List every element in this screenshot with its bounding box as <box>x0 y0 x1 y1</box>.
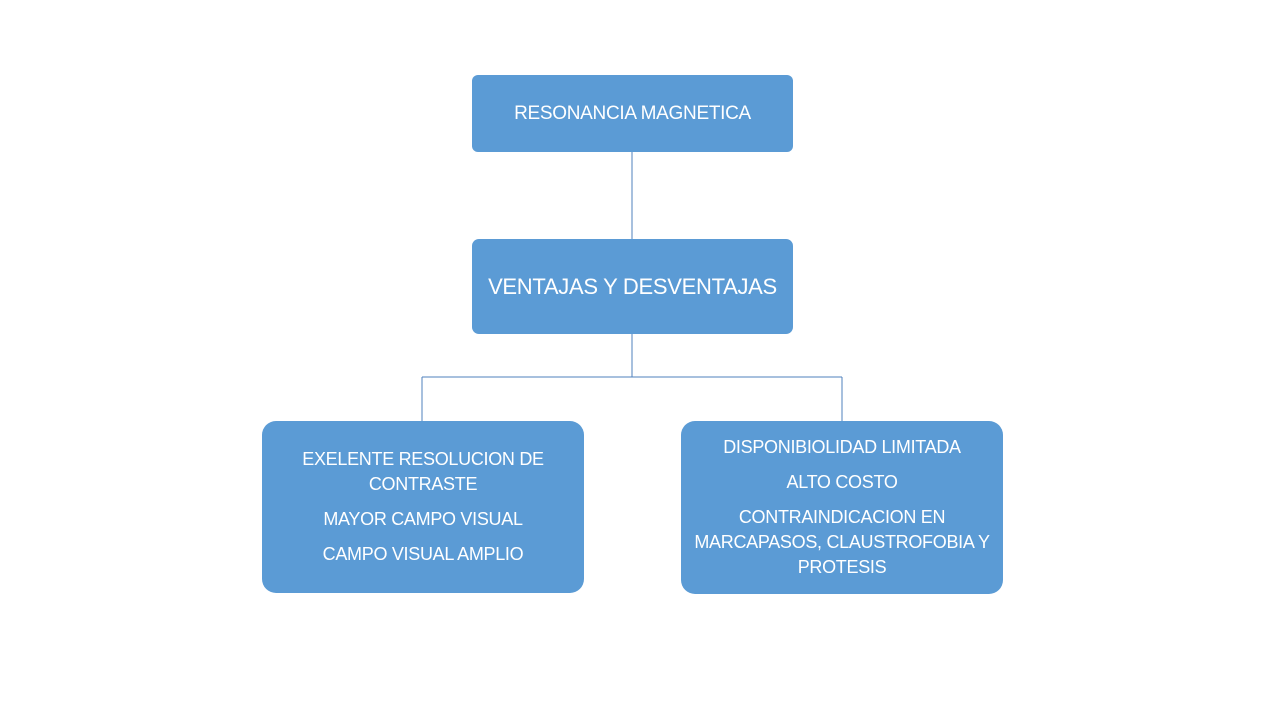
advantage-item: MAYOR CAMPO VISUAL <box>323 509 523 529</box>
disadvantage-item: CONTRAINDICACION EN MARCAPASOS, CLAUSTRO… <box>694 507 990 577</box>
advantage-item: EXELENTE RESOLUCION DE CONTRASTE <box>302 449 544 494</box>
disadvantage-item: DISPONIBIOLIDAD LIMITADA <box>723 437 961 457</box>
node-desventajas: DISPONIBIOLIDAD LIMITADA ALTO COSTO CONT… <box>681 421 1003 594</box>
node-ventajas: EXELENTE RESOLUCION DE CONTRASTE MAYOR C… <box>262 421 584 593</box>
node-middle-label: VENTAJAS Y DESVENTAJAS <box>488 273 777 299</box>
node-root-label: RESONANCIA MAGNETICA <box>514 102 751 124</box>
disadvantage-item: ALTO COSTO <box>786 472 898 492</box>
advantage-item: CAMPO VISUAL AMPLIO <box>322 544 524 564</box>
node-resonancia-magnetica: RESONANCIA MAGNETICA <box>472 75 793 152</box>
node-ventajas-desventajas: VENTAJAS Y DESVENTAJAS <box>472 239 793 334</box>
